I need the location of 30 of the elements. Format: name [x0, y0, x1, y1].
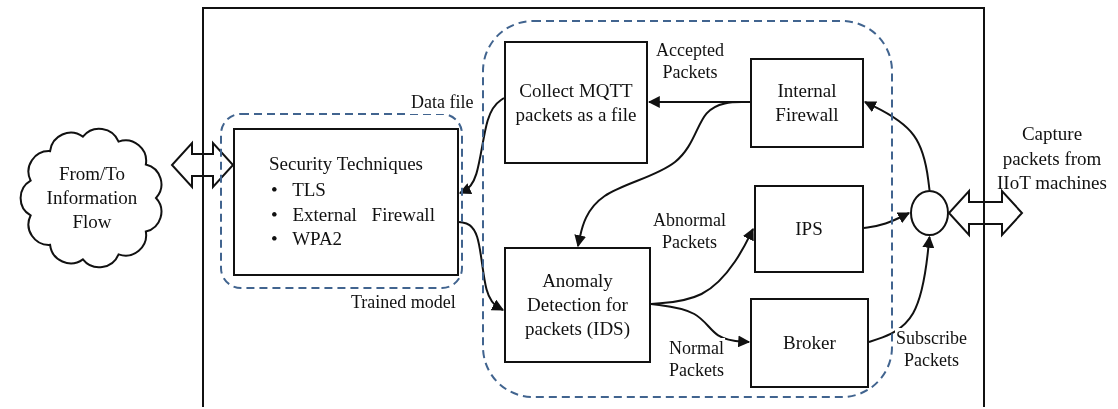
junction-circle — [910, 190, 949, 236]
dashed-group — [482, 20, 893, 398]
bullet-item: • WPA2 — [271, 227, 344, 252]
box-label: Anomaly Detection for packets (IDS) — [524, 269, 631, 341]
box-heading: Security Techniques — [269, 152, 423, 176]
arrow — [650, 303, 751, 348]
process-box — [750, 298, 869, 388]
arrow — [863, 101, 931, 191]
block-arrow — [170, 140, 235, 190]
arrow — [868, 235, 935, 343]
box-label: IPS — [795, 217, 823, 241]
process-box — [750, 58, 864, 148]
annotation-text: Capture packets from IIoT machines — [996, 121, 1108, 196]
process-box — [504, 41, 648, 164]
process-box — [233, 128, 459, 276]
process-box — [754, 185, 864, 273]
process-box — [504, 247, 651, 363]
arrow — [863, 212, 911, 229]
edge-label: Data file — [410, 92, 475, 114]
box-label: Collect MQTT packets as a file — [514, 78, 638, 127]
box-label: Broker — [783, 331, 836, 355]
bullet-item: • External Firewall — [271, 202, 435, 227]
block-arrow — [947, 188, 1024, 238]
dashed-group — [220, 113, 463, 289]
bullet-item: • TLS — [271, 177, 327, 202]
box-label: Internal Firewall — [774, 79, 840, 127]
arrow — [458, 221, 505, 311]
arrow — [574, 101, 751, 248]
arrow — [458, 97, 505, 195]
box-label: From/To Information Flow — [45, 162, 139, 234]
